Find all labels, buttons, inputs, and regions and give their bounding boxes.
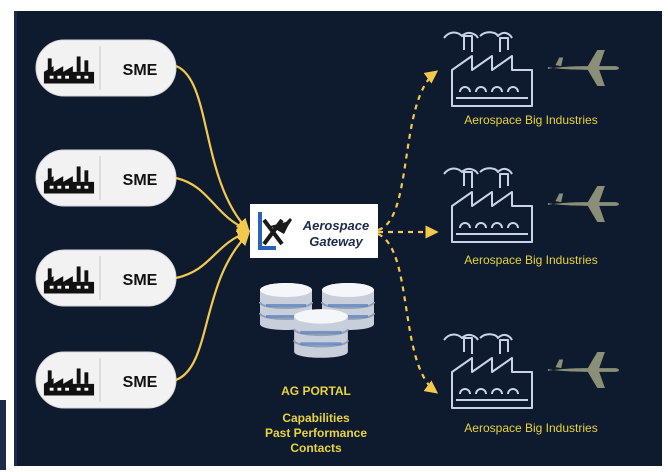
factory-icon xyxy=(443,333,533,409)
database-icon xyxy=(293,308,349,359)
portal-item: Capabilities xyxy=(282,411,350,425)
left-edge-tab xyxy=(0,400,6,470)
portal-item: Contacts xyxy=(290,441,342,455)
sme-connector xyxy=(175,176,251,233)
sme-connector xyxy=(175,232,250,382)
industry-node: Aerospace Big Industries xyxy=(443,31,620,127)
industry-connector xyxy=(377,70,439,232)
sme-label: SME xyxy=(123,374,158,391)
factory-icon xyxy=(443,31,533,107)
portal-databases xyxy=(259,282,375,359)
sme-connector xyxy=(175,229,251,280)
airplane-icon xyxy=(547,185,620,223)
gateway-line2: Gateway xyxy=(309,234,363,249)
sme-node: SME xyxy=(35,351,177,409)
aerospace-gateway: Aerospace Gateway xyxy=(250,204,378,258)
industry-connectors xyxy=(377,70,439,394)
sme-label: SME xyxy=(123,272,158,289)
sme-label: SME xyxy=(123,172,158,189)
airplane-icon xyxy=(547,49,620,87)
industry-node: Aerospace Big Industries xyxy=(443,333,620,435)
sme-label: SME xyxy=(123,62,158,79)
portal-item: Past Performance xyxy=(265,426,367,440)
industry-connector xyxy=(377,232,439,394)
sme-node: SME xyxy=(35,149,177,207)
sme-node: SME xyxy=(35,249,177,307)
sme-connector xyxy=(175,64,250,232)
airplane-icon xyxy=(547,351,620,389)
gateway-line1: Aerospace xyxy=(302,218,369,233)
portal-title: AG PORTAL xyxy=(281,384,351,398)
industry-label: Aerospace Big Industries xyxy=(464,253,597,267)
industry-label: Aerospace Big Industries xyxy=(464,113,597,127)
sme-connectors xyxy=(175,64,251,382)
sme-node: SME xyxy=(35,39,177,97)
industry-node: Aerospace Big Industries xyxy=(443,167,620,267)
factory-icon xyxy=(443,167,533,243)
aerospace-gateway-logo xyxy=(258,212,292,250)
industry-label: Aerospace Big Industries xyxy=(464,421,597,435)
